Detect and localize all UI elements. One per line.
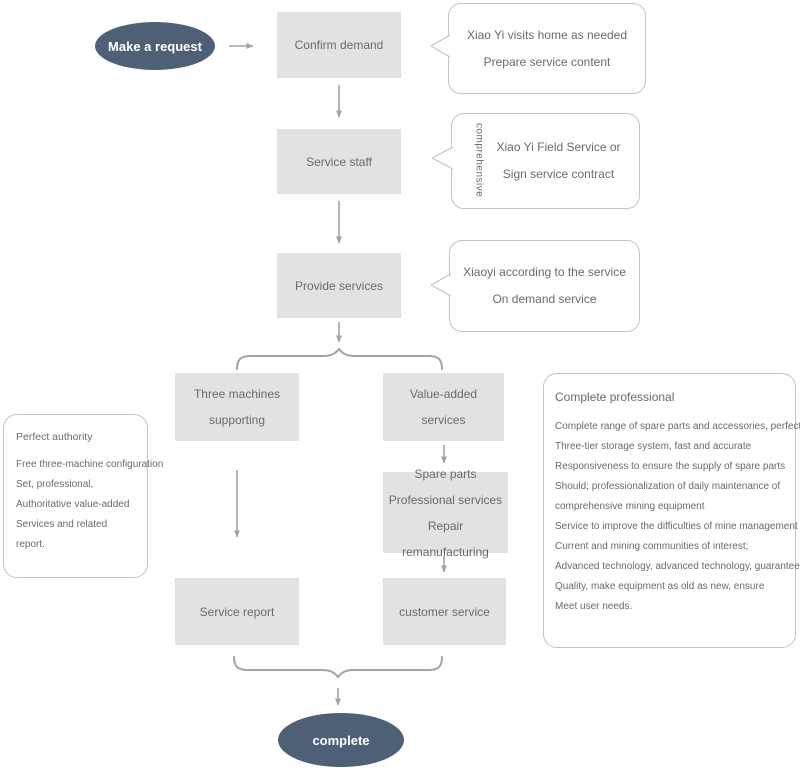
info-line: Service to improve the difficulties of m… [555, 521, 798, 532]
box-line: Three machines [193, 387, 281, 401]
info-title: Perfect authority [16, 431, 93, 443]
info-line: comprehensive mining equipment [555, 501, 705, 512]
step-three-machines: Three machines supporting [175, 373, 299, 441]
step-provide-services: Provide services [277, 253, 401, 318]
info-line: Should; professionalization of daily mai… [555, 481, 781, 492]
callout-line: Xiao Yi Field Service or [496, 140, 621, 154]
info-title: Complete professional [555, 390, 675, 404]
box-line: Repair remanufacturing [402, 518, 489, 559]
info-perfect-authority: Perfect authority Free three-machine con… [3, 414, 164, 578]
step-service-staff: Service staff [277, 129, 401, 194]
box-line: services [421, 413, 466, 427]
merge-brace [233, 656, 443, 679]
callout-tail-edge [431, 146, 454, 170]
box-line: supporting [208, 413, 266, 427]
step-customer-service: customer service [383, 578, 506, 645]
split-brace [236, 347, 443, 370]
step-value-added: Value-added services [383, 373, 504, 441]
info-line: Three-tier storage system, fast and accu… [555, 441, 752, 452]
start-node: Make a request [95, 22, 215, 70]
info-line: Current and mining communities of intere… [555, 541, 749, 552]
info-line: Meet user needs. [555, 601, 633, 612]
info-line: Authoritative value-added [16, 499, 130, 510]
info-line: Advanced technology, advanced technology… [555, 561, 800, 572]
callout-line: Xiao Yi visits home as needed [466, 27, 628, 42]
box-line: Value-added [409, 387, 478, 401]
callout-side-label: comprehensive [473, 122, 485, 198]
callout-service-staff: Xiao Yi Field Service or Sign service co… [451, 113, 640, 209]
box-line: Spare parts [414, 466, 477, 481]
end-node: complete [278, 713, 404, 767]
info-line: Complete range of spare parts and access… [555, 421, 800, 432]
info-line: Services and related [16, 519, 108, 530]
info-line: Responsiveness to ensure the supply of s… [555, 461, 786, 472]
step-spare-parts: Spare parts Professional services Repair… [383, 467, 508, 559]
callout-tail-edge [430, 273, 452, 297]
info-line: Set, professional, [16, 479, 94, 490]
info-line: Free three-machine configuration [16, 459, 164, 470]
callout-line: On demand service [492, 292, 597, 306]
callout-confirm-demand: Xiao Yi visits home as needed Prepare se… [448, 3, 646, 94]
info-line: report. [16, 539, 45, 550]
callout-provide-services: Xiaoyi according to the service On deman… [449, 240, 640, 332]
info-complete-professional: Complete professional Complete range of … [543, 373, 800, 648]
step-service-report: Service report [175, 578, 299, 645]
step-confirm-demand: Confirm demand [277, 12, 401, 78]
callout-line: Sign service contract [502, 167, 615, 181]
callout-line: Xiaoyi according to the service [463, 265, 626, 279]
callout-line: Prepare service content [483, 54, 611, 69]
box-line: Professional services [388, 492, 503, 507]
info-line: Quality, make equipment as old as new, e… [555, 581, 765, 592]
